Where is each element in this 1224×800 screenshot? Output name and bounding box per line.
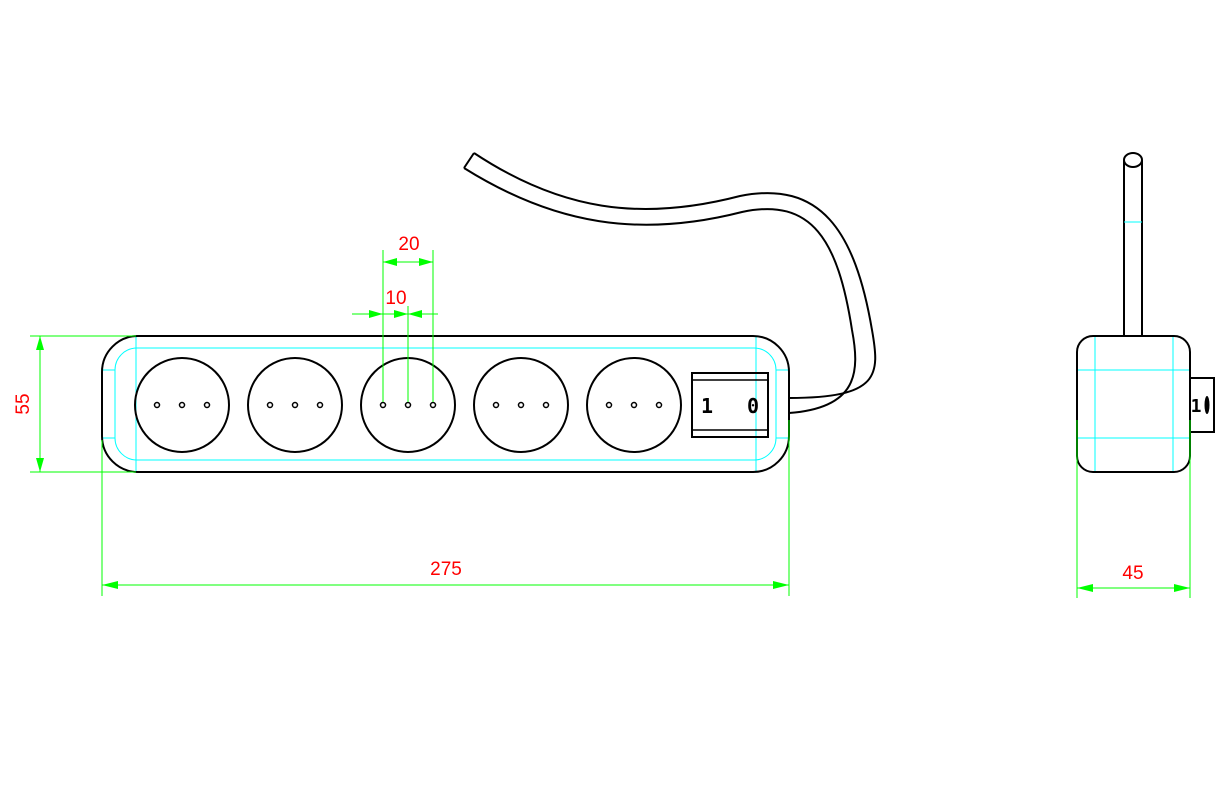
switch-off-label: 0	[747, 394, 759, 418]
socket-5	[586, 357, 682, 453]
side-view: 1	[1076, 152, 1215, 473]
side-dimensions	[1076, 420, 1191, 598]
power-strip-body	[101, 335, 790, 473]
pin-spacing-label: 10	[385, 288, 406, 309]
front-view: 1 0	[101, 152, 877, 473]
front-dimension-labels: 55 275 20 10	[13, 234, 462, 580]
switch-on-label: 1	[701, 394, 713, 418]
depth-dimension-label: 45	[1122, 563, 1143, 584]
side-cord	[1123, 152, 1143, 335]
side-switch-on-label: 1	[1191, 396, 1202, 417]
length-dimension-label: 275	[430, 559, 462, 580]
socket-spacing-label: 20	[398, 234, 419, 255]
socket-4	[473, 357, 569, 453]
power-switch: 1 0	[691, 372, 769, 438]
side-switch: 1	[1189, 377, 1215, 433]
socket-1	[134, 357, 230, 453]
power-cord-outer	[473, 152, 877, 399]
power-cord-end	[463, 152, 475, 169]
socket-2	[247, 357, 343, 453]
power-cord-inner	[463, 167, 857, 414]
side-construction-lines	[1078, 336, 1190, 472]
height-dimension-label: 55	[13, 393, 34, 414]
front-dimensions	[30, 250, 790, 596]
